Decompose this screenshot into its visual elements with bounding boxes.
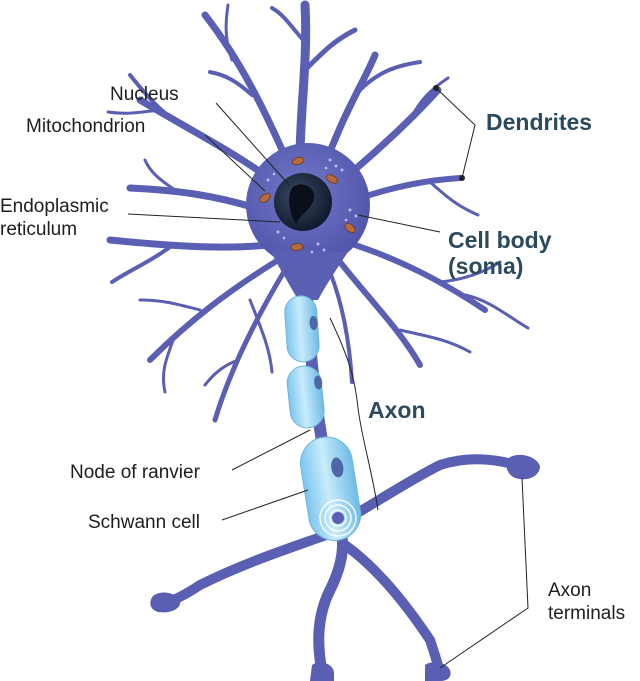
schwann-cell-3 <box>299 436 362 541</box>
schwann-cell-2 <box>286 365 325 429</box>
label-axon-terminals-line1: Axon <box>548 580 592 601</box>
schwann-cell-1 <box>284 295 320 363</box>
label-endoplasmic-reticulum-line2: reticulum <box>0 219 78 240</box>
label-nucleus: Nucleus <box>110 84 179 105</box>
label-cell-body-line1: Cell body <box>448 227 552 253</box>
label-axon-terminals-line2: terminals <box>548 603 626 624</box>
label-dendrites: Dendrites <box>486 109 593 135</box>
label-schwann-cell: Schwann cell <box>88 512 200 533</box>
label-mitochondrion: Mitochondrion <box>26 116 146 137</box>
leader-lines <box>127 85 529 669</box>
label-node-of-ranvier: Node of ranvier <box>70 462 200 483</box>
label-axon: Axon <box>368 397 426 423</box>
mitochondria <box>259 156 356 251</box>
label-cell-body-line2: (soma) <box>448 253 524 279</box>
myelin-sheath <box>284 295 362 541</box>
myelin-rings <box>319 499 357 537</box>
label-endoplasmic-reticulum-line1: Endoplasmic <box>0 196 109 217</box>
dendrites <box>106 0 530 423</box>
axon-terminal-bulbs <box>150 454 540 681</box>
nucleus <box>274 173 332 231</box>
